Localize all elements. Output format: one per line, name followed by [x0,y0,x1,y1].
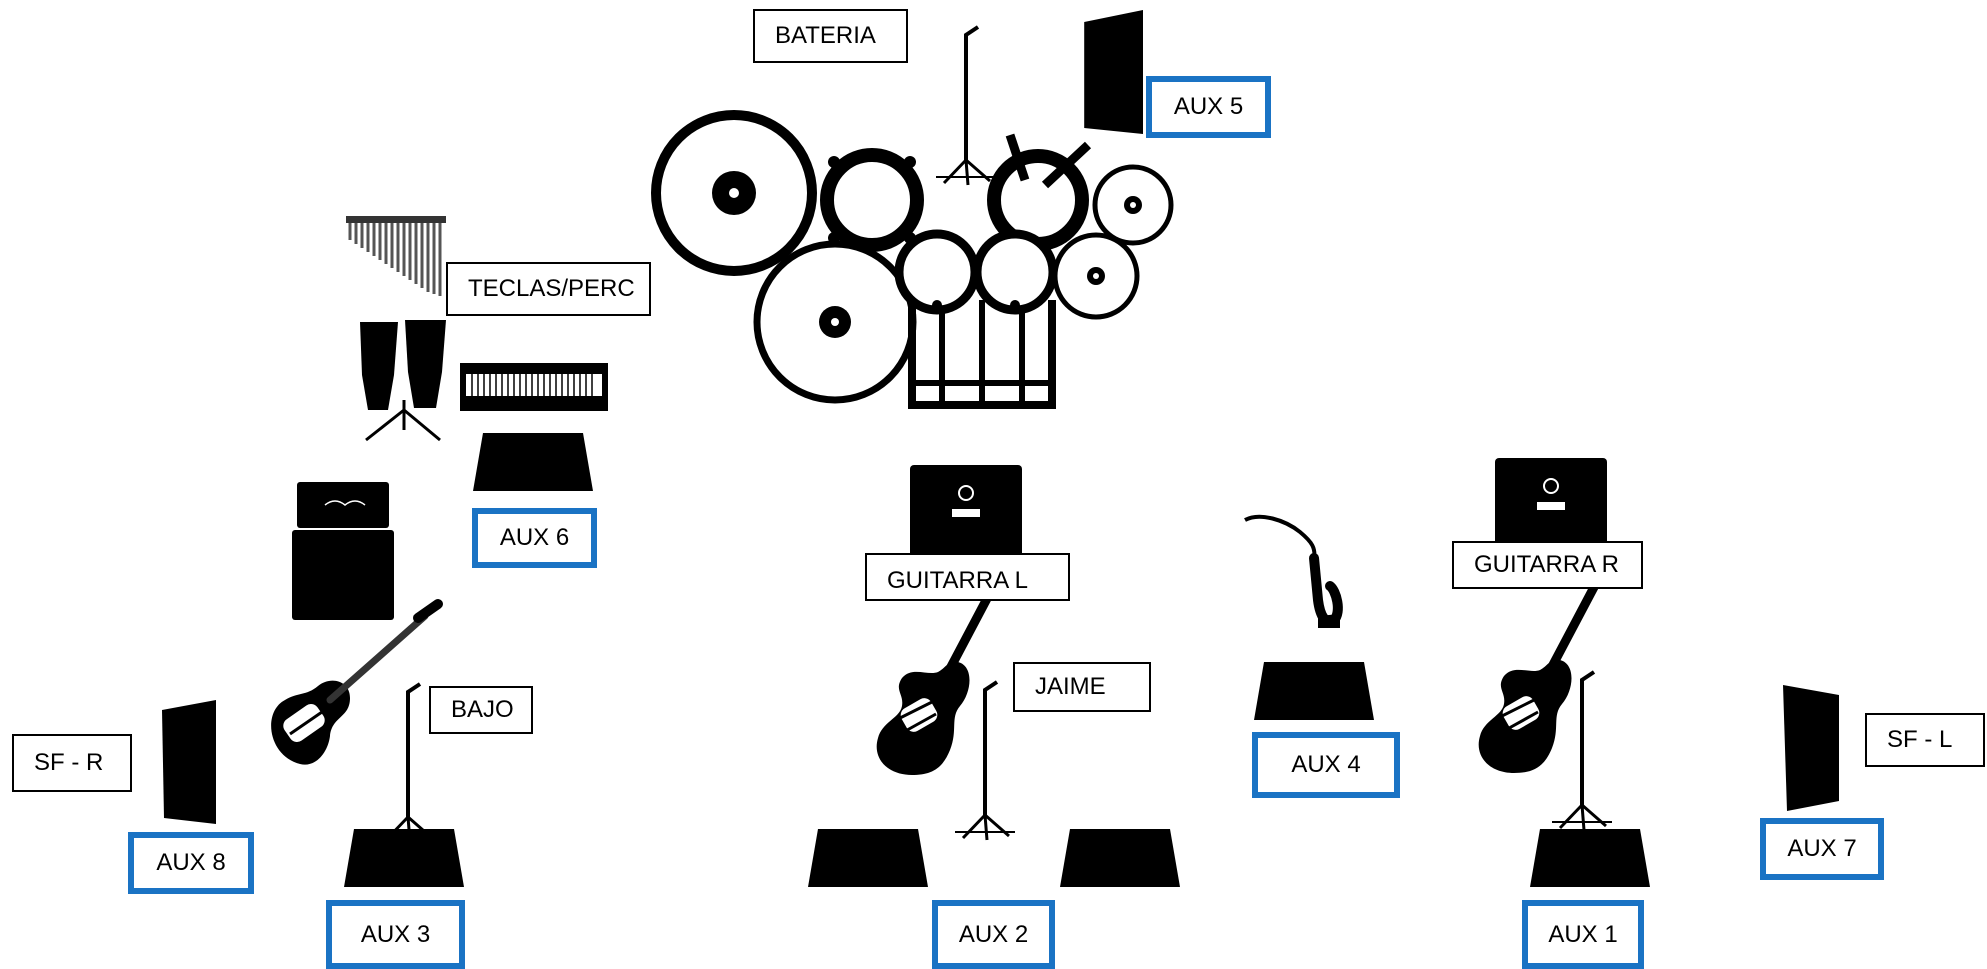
guitar-r-amp-icon [1494,457,1608,551]
aux2-wedge-left-icon [808,829,928,887]
aux4-wedge-icon [1254,662,1374,720]
saxophone-icon [1244,514,1343,628]
drum-monitor-icon [1084,10,1143,134]
label-jaime: JAIME [1013,662,1151,712]
label-guitarra-r: GUITARRA R [1452,541,1643,589]
aux6-wedge-icon [473,433,593,491]
sidefill-left-icon [1783,685,1839,811]
drum-kit-icon [651,110,1174,409]
label-teclas-perc: TECLAS/PERC [446,262,651,316]
drum-mic-stand-icon [934,25,998,187]
guitar-l-amp-icon [909,464,1023,558]
label-bateria: BATERIA [753,9,908,63]
label-sf-r: SF - R [12,734,132,792]
jaime-mic-stand-icon [953,680,1017,842]
wind-chimes-icon [346,216,446,296]
aux7-label: AUX 7 [1760,818,1884,880]
bass-amp-icon [292,482,394,620]
guitar-l-icon [877,574,1000,775]
congas-icon [360,320,446,442]
keyboard-icon [460,363,608,411]
aux1-label: AUX 1 [1522,900,1644,969]
label-guitarra-l: GUITARRA L [865,553,1070,601]
aux3-label: AUX 3 [326,900,465,969]
label-bajo: BAJO [429,686,533,734]
aux1-wedge-icon [1530,829,1650,887]
aux5-label: AUX 5 [1146,76,1271,138]
label-sf-l: SF - L [1865,713,1985,767]
aux2-label: AUX 2 [932,900,1055,969]
sidefill-right-icon [162,700,216,824]
aux3-wedge-icon [344,829,464,887]
aux6-label: AUX 6 [472,508,597,568]
bass-guitar-icon [271,599,443,765]
aux2-wedge-right-icon [1060,829,1180,887]
aux4-label: AUX 4 [1252,732,1400,798]
aux8-label: AUX 8 [128,832,254,894]
